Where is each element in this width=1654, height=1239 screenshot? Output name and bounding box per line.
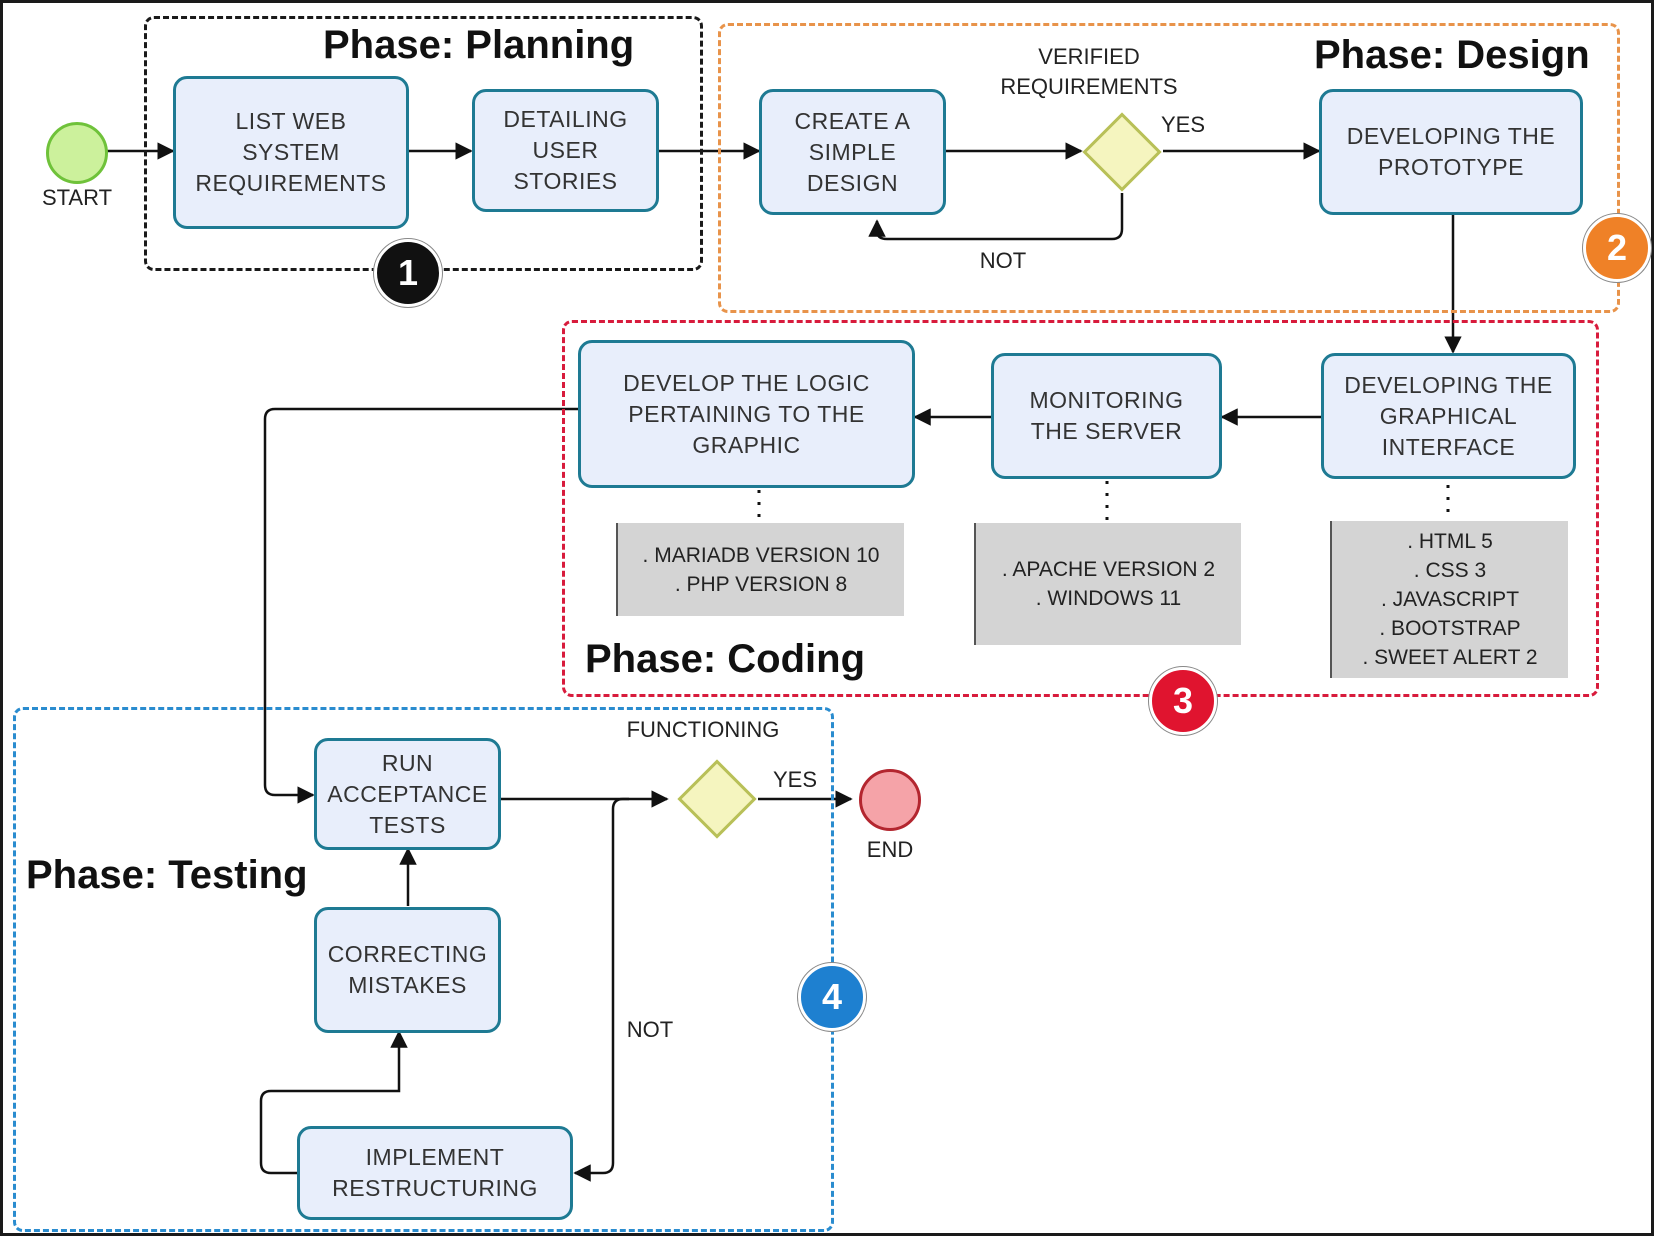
task-developing-graphical-interface[interactable]: DEVELOPING THE GRAPHICAL INTERFACE [1321,353,1576,479]
note-server-technologies: . APACHE VERSION 2 . WINDOWS 11 [974,523,1241,645]
gateway-verified-not-label: NOT [979,248,1027,273]
gateway-functioning-label: FUNCTIONING [626,717,780,742]
task-run-acceptance-tests[interactable]: RUN ACCEPTANCE TESTS [314,738,501,850]
start-label: START [41,185,113,210]
phase-testing-title: Phase: Testing [26,853,308,897]
task-developing-prototype[interactable]: DEVELOPING THE PROTOTYPE [1319,89,1583,215]
note-logic-technologies: . MARIADB VERSION 10 . PHP VERSION 8 [616,523,904,616]
task-create-simple-design[interactable]: CREATE A SIMPLE DESIGN [759,89,946,215]
gateway-functioning-yes-label: YES [772,767,818,792]
gateway-verified-label: VERIFIED REQUIREMENTS [1000,44,1178,99]
start-event [46,122,108,184]
phase-coding-title: Phase: Coding [585,637,866,681]
task-correcting-mistakes[interactable]: CORRECTING MISTAKES [314,907,501,1033]
phase-design-badge: 2 [1583,214,1651,282]
phase-planning-badge: 1 [374,239,442,307]
phase-design [718,23,1620,313]
gateway-functioning-not-label: NOT [626,1017,674,1042]
task-implement-restructuring[interactable]: IMPLEMENT RESTRUCTURING [297,1126,573,1220]
task-detailing-user-stories[interactable]: DETAILING USER STORIES [472,89,659,212]
phase-design-title: Phase: Design [1314,33,1590,77]
task-monitoring-server[interactable]: MONITORING THE SERVER [991,353,1222,479]
phase-planning-title: Phase: Planning [323,23,635,67]
task-develop-logic[interactable]: DEVELOP THE LOGIC PERTAINING TO THE GRAP… [578,340,915,488]
phase-coding [562,320,1599,697]
note-interface-technologies: . HTML 5 . CSS 3 . JAVASCRIPT . BOOTSTRA… [1330,521,1568,678]
phase-testing-badge: 4 [798,963,866,1031]
gateway-verified-yes-label: YES [1160,112,1206,137]
end-label: END [866,837,914,862]
phase-coding-badge: 3 [1149,667,1217,735]
task-list-web-system-requirements[interactable]: LIST WEB SYSTEM REQUIREMENTS [173,76,409,229]
end-event [859,769,921,831]
